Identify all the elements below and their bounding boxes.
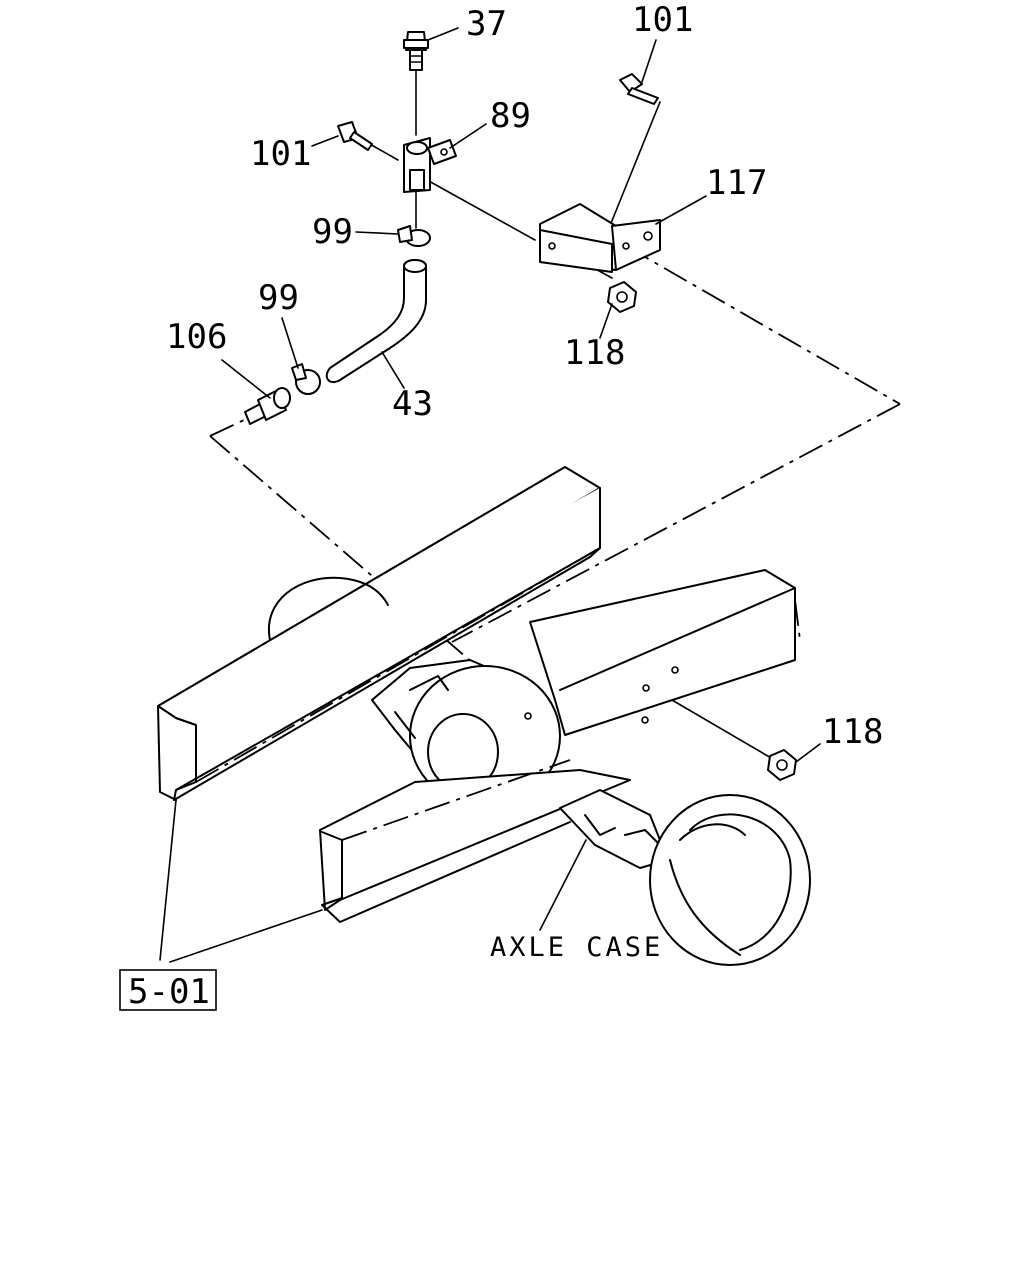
bolt-101-top: [619, 73, 659, 105]
callout-117: 117: [706, 163, 767, 203]
leader-lines: [159, 27, 821, 963]
axle-case-label: AXLE CASE: [490, 932, 663, 963]
lower-frame-rail: [319, 759, 631, 923]
bolt-101-left: [337, 121, 373, 151]
nut-118-upper: [607, 281, 637, 313]
axle-hub: [559, 789, 669, 869]
callout-37: 37: [466, 4, 507, 44]
bracket-117: [539, 203, 661, 273]
fitting-37: [403, 31, 429, 71]
callout-118-upper: 118: [564, 333, 625, 373]
callout-89: 89: [490, 96, 531, 136]
callout-99-upper: 99: [312, 212, 353, 252]
upper-frame-rail: [157, 466, 601, 801]
axle-case: [529, 569, 801, 736]
callout-99-lower: 99: [258, 278, 299, 318]
hose-43: [325, 259, 427, 384]
nut-118-lower: [767, 749, 797, 781]
differential-housing: [371, 659, 561, 807]
callout-labels: 37 101 89 101 117 99 99 106 118 43 118: [166, 0, 883, 752]
callout-101-left: 101: [250, 134, 311, 174]
reference-box-label: 5-01: [128, 972, 210, 1012]
callout-101-top: 101: [632, 0, 693, 40]
callout-106: 106: [166, 317, 227, 357]
bracket-89: [403, 137, 457, 193]
callout-118-lower: 118: [822, 712, 883, 752]
breather-106: [244, 387, 291, 425]
right-wheel: [649, 794, 811, 966]
clamp-99-lower: [291, 363, 321, 395]
reference-box[interactable]: 5-01: [119, 969, 217, 1012]
callout-43: 43: [392, 384, 433, 424]
clamp-99-upper: [397, 225, 431, 247]
left-wheel: [267, 576, 389, 641]
